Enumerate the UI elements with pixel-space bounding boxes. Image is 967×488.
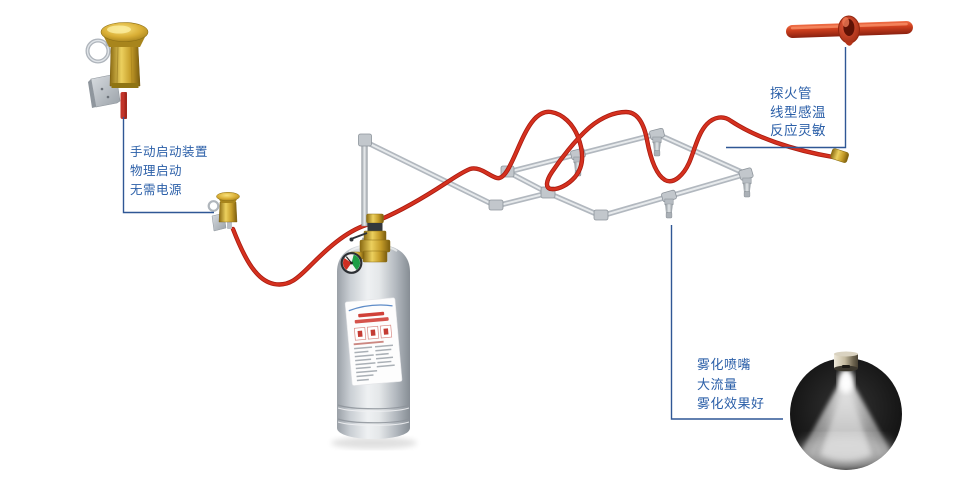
label-line: 雾化喷嘴 bbox=[697, 357, 752, 372]
label-line: 手动启动装置 bbox=[130, 145, 209, 159]
detection-tube-leader-line bbox=[726, 47, 847, 149]
mount-bracket bbox=[88, 79, 96, 108]
pull-ring-icon bbox=[207, 200, 220, 212]
label-line: 大流量 bbox=[697, 376, 738, 392]
fire-detection-tube bbox=[230, 109, 849, 287]
spray-nozzle bbox=[652, 136, 662, 157]
label-line: 雾化效果好 bbox=[697, 396, 765, 411]
nozzle-spray-closeup bbox=[790, 351, 902, 470]
actuator-body bbox=[218, 201, 238, 223]
detection-tube-label: 探火管 线型感温 反应灵敏 bbox=[770, 85, 826, 141]
pipe-elbow bbox=[358, 133, 372, 147]
pipe-elbow bbox=[488, 199, 504, 211]
label-line: 线型感温 bbox=[770, 104, 826, 120]
spray-nozzle-closeup-icon bbox=[834, 351, 858, 372]
actuator-cap bbox=[216, 192, 240, 201]
detection-tube-burst-closeup bbox=[786, 15, 913, 46]
spray-nozzle-leader-line bbox=[670, 225, 783, 420]
valve-lever bbox=[350, 232, 368, 240]
manual-actuator-device bbox=[85, 22, 149, 119]
label-line: 物理启动 bbox=[130, 164, 183, 178]
manual-actuator-device-small bbox=[207, 192, 240, 232]
mist-cone bbox=[796, 369, 896, 470]
cylinder-valve bbox=[340, 133, 391, 274]
actuator-body bbox=[109, 45, 141, 87]
label-line: 探火管 bbox=[770, 86, 812, 101]
pressure-gauge-icon bbox=[340, 252, 363, 274]
manual-actuator-leader-line bbox=[122, 117, 214, 214]
spray-nozzle bbox=[664, 198, 674, 219]
spray-nozzle-label: 雾化喷嘴 大流量 雾化效果好 bbox=[697, 355, 765, 414]
pipe-elbow bbox=[593, 209, 609, 221]
cylinder-shadow bbox=[331, 437, 417, 449]
spray-nozzle bbox=[742, 177, 752, 198]
cylinder-label bbox=[344, 297, 403, 386]
label-line: 无需电源 bbox=[130, 183, 183, 197]
label-line: 反应灵敏 bbox=[770, 123, 826, 138]
manual-actuator-label: 手动启动装置 物理启动 无需电源 bbox=[130, 143, 208, 200]
extinguisher-cylinder bbox=[331, 237, 417, 449]
riser-pipe bbox=[361, 137, 368, 227]
detection-tube-end-fitting bbox=[830, 148, 849, 163]
